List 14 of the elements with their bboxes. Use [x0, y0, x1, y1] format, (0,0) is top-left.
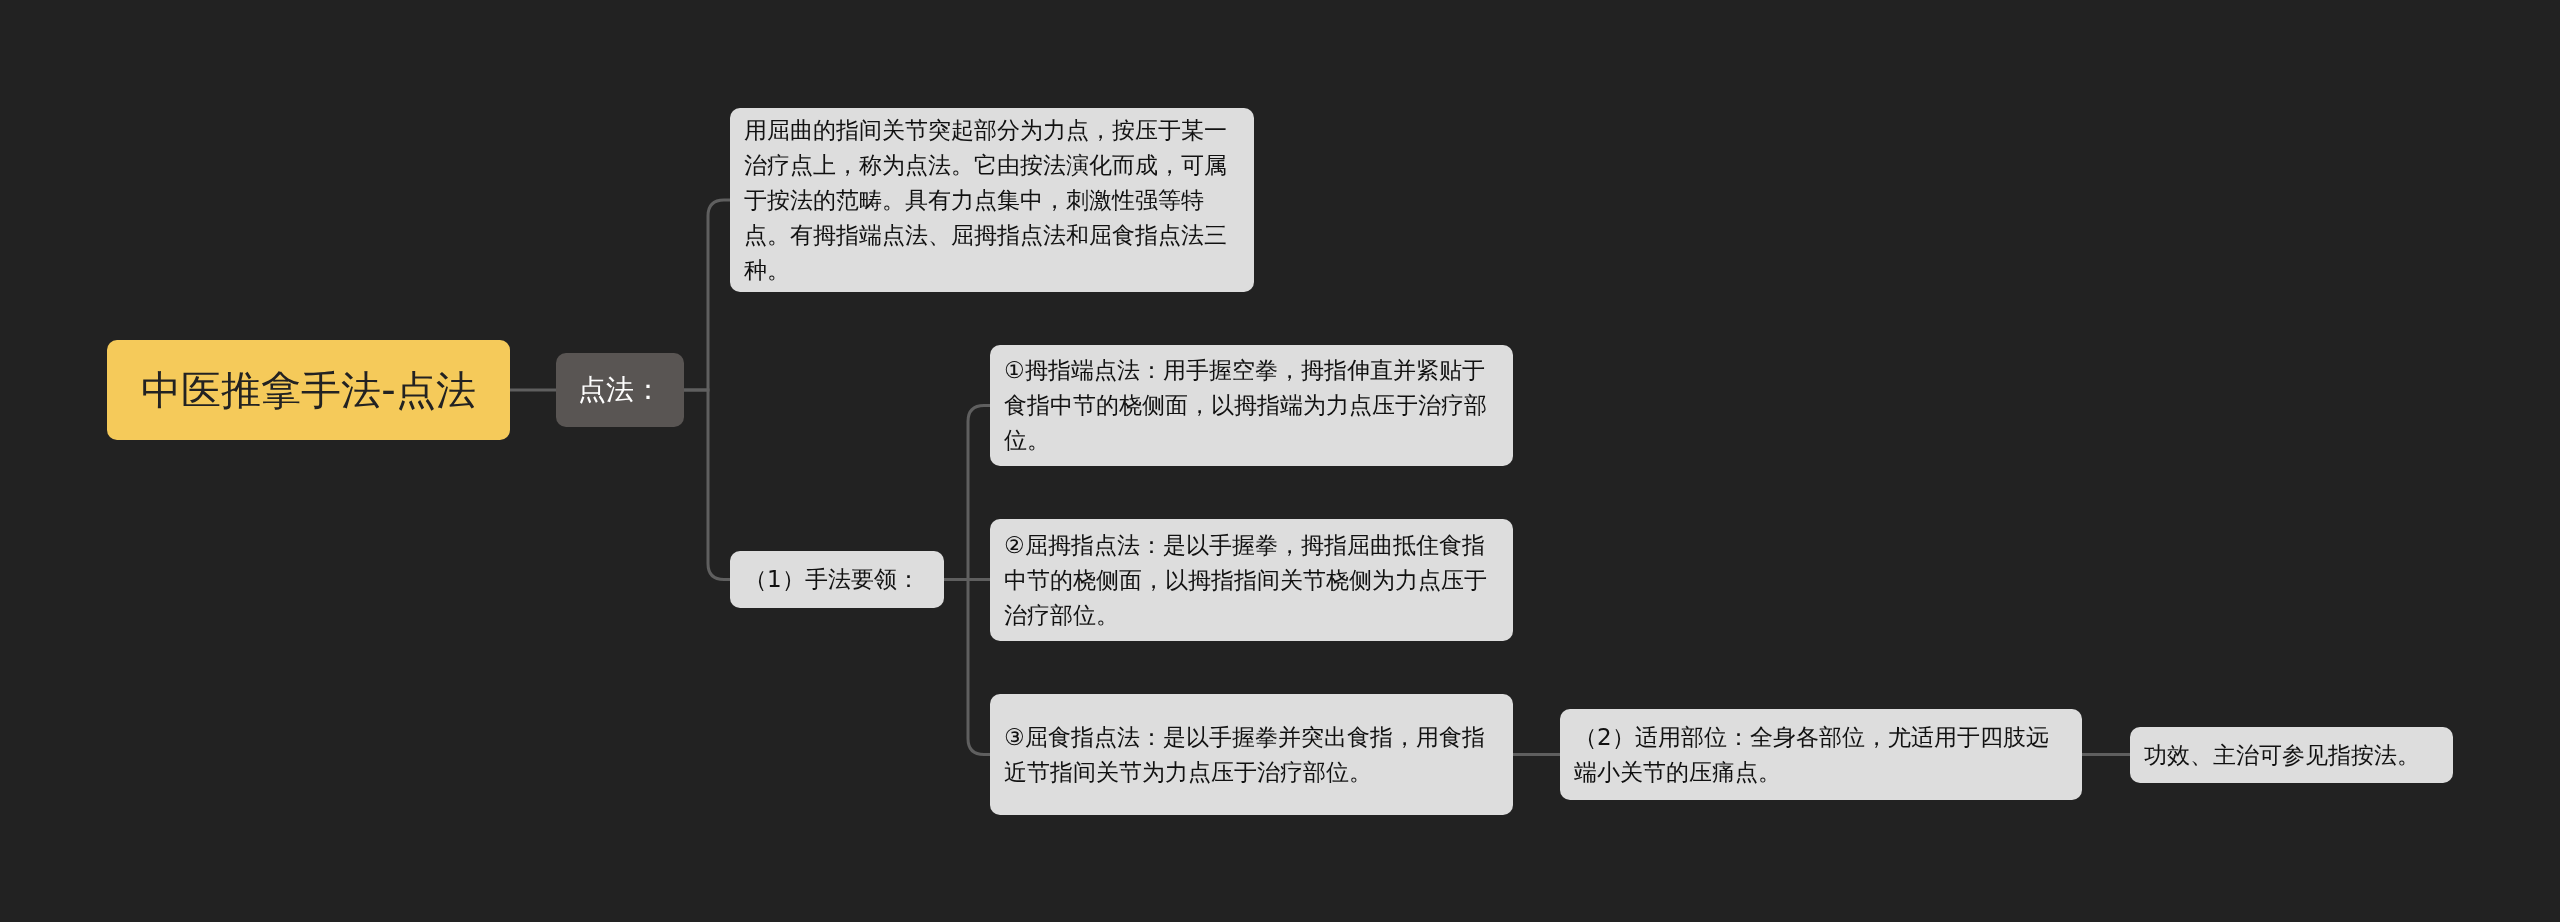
text-box: ③屈食指点法：是以手握拳并突出食指，用食指近节指间关节为力点压于治疗部位。 — [990, 694, 1513, 815]
connector-line — [2082, 753, 2130, 756]
text-box: ①拇指端点法：用手握空拳，拇指伸直并紧贴于食指中节的桡侧面，以拇指端为力点压于治疗部位。 — [990, 345, 1513, 466]
topic-box: 点法： — [556, 353, 684, 427]
text-box: 功效、主治可参见指按法。 — [2130, 727, 2453, 783]
topic-box: （1）手法要领： — [730, 551, 944, 608]
text-box: ②屈拇指点法：是以手握拳，拇指屈曲抵住食指中节的桡侧面，以拇指指间关节桡侧为力点压于治疗部位。 — [990, 519, 1513, 641]
connector-line — [684, 388, 730, 581]
root-topic-box: 中医推拿手法-点法 — [107, 340, 510, 440]
connector-line — [1513, 753, 1560, 756]
text-box: （2）适用部位：全身各部位，尤适用于四肢远端小关节的压痛点。 — [1560, 709, 2082, 800]
connector-line — [944, 578, 990, 756]
connector-line — [510, 388, 556, 392]
text-box: 用屈曲的指间关节突起部分为力点，按压于某一治疗点上，称为点法。它由按法演化而成，可属于按法的范畴。具有力点集中，刺激性强等特点。有拇指端点法、屈拇指点法和屈食指点法三种。 — [730, 108, 1254, 292]
